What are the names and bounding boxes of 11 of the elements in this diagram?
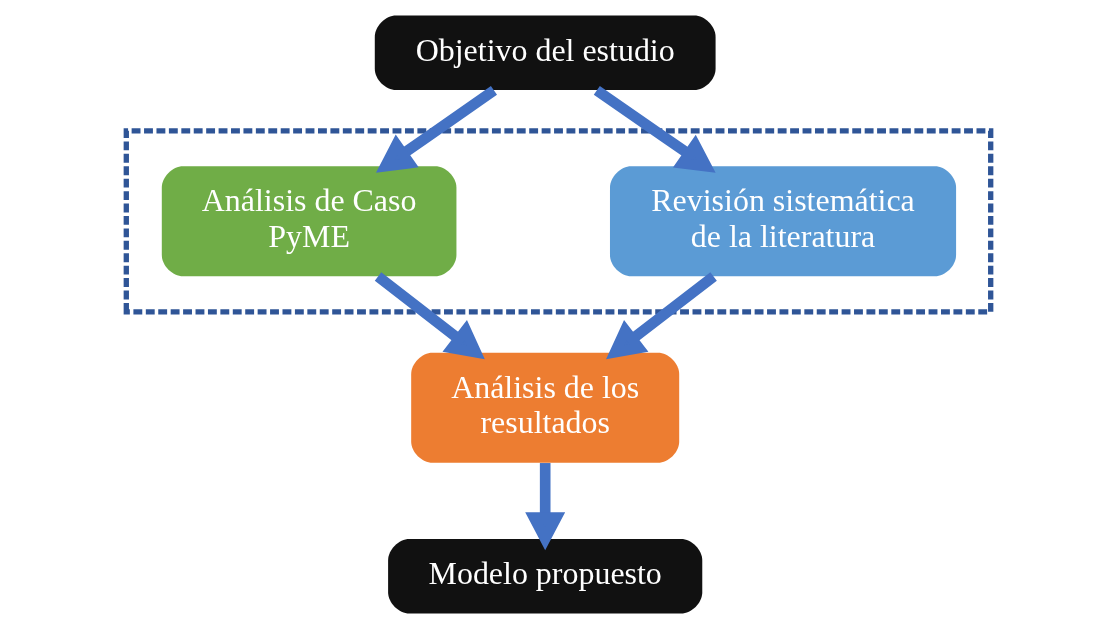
node-box: Análisis de Caso PyME xyxy=(161,166,456,277)
arrow xyxy=(375,85,497,173)
node-box: Análisis de los resultados xyxy=(410,352,679,463)
node-box: Modelo propuesto xyxy=(387,539,702,614)
arrow xyxy=(593,85,716,173)
arrow xyxy=(524,463,565,551)
cluster xyxy=(123,128,993,315)
node-box: Objetivo del estudio xyxy=(374,15,716,90)
node-box: Revisión sistemática de la literatura xyxy=(609,166,956,277)
arrow xyxy=(605,272,717,360)
arrow xyxy=(374,272,485,360)
